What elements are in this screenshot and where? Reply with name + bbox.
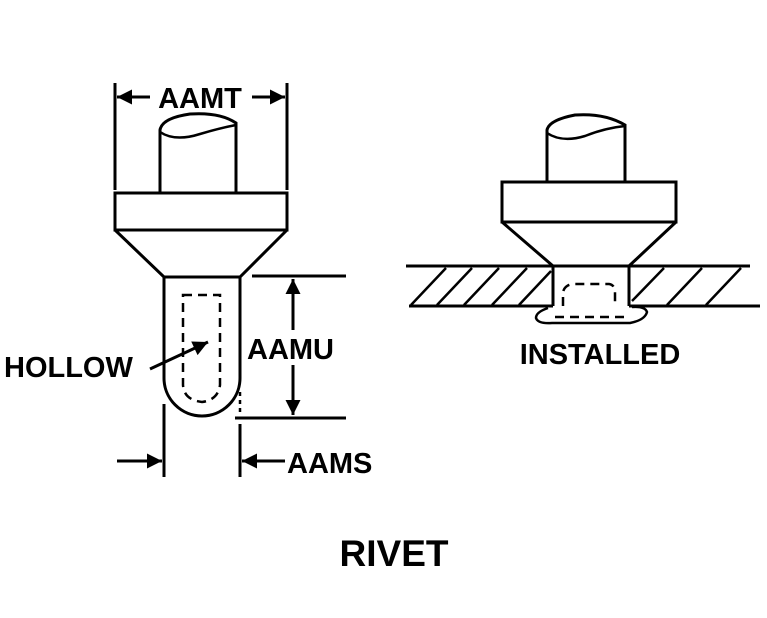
installed-hollow-cavity: [561, 282, 617, 306]
rivet-head: [113, 191, 289, 232]
shank-length-dimension: AAMU: [235, 274, 346, 420]
hollow-cavity: [181, 293, 222, 404]
aamu-label: AAMU: [247, 334, 334, 366]
installed-rivet-view: INSTALLED: [406, 113, 760, 371]
installed-rivet-head: [500, 180, 678, 224]
installed-stem-break-line: [546, 124, 626, 141]
shank-diameter-dimension: AAMS: [117, 404, 372, 480]
installed-rivet-stem: [545, 113, 627, 182]
hollow-label: HOLLOW: [4, 352, 133, 384]
diagram-title: RIVET: [340, 533, 449, 574]
uninstalled-rivet-view: AAMT HOLLOW AAMU AAMS: [4, 83, 372, 480]
flared-rivet-end: [534, 305, 649, 325]
installed-rivet-head-taper: [501, 220, 678, 268]
rivet-shank: [162, 277, 242, 418]
aamt-label: AAMT: [158, 83, 242, 115]
rivet-head-taper: [113, 228, 289, 279]
plate-hatching: [410, 267, 742, 306]
installed-label: INSTALLED: [520, 339, 681, 371]
stem-break-line: [159, 123, 237, 139]
rivet-stem: [158, 112, 238, 192]
hollow-leader-arrow: [149, 340, 209, 371]
aams-label: AAMS: [287, 448, 372, 480]
head-diameter-dimension: AAMT: [113, 83, 289, 190]
